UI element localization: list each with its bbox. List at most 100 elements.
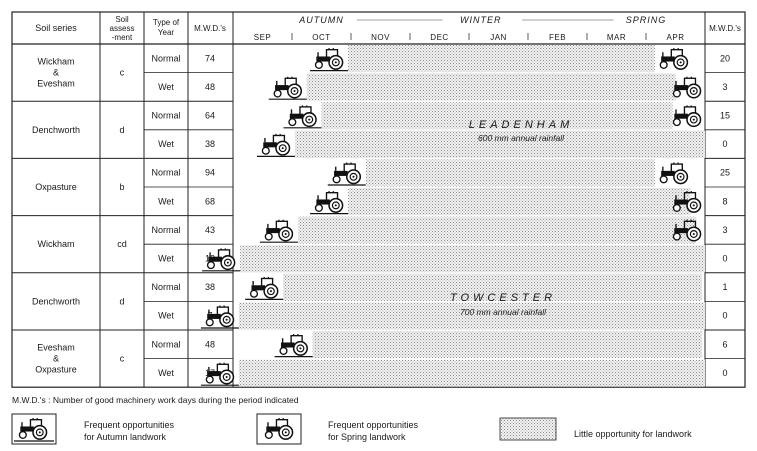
mwd-autumn: 68 xyxy=(205,196,215,206)
header-type-of-year-2: Year xyxy=(158,28,175,37)
legend-little-text: Little opportunity for landwork xyxy=(574,429,692,439)
mwd-spring: 0 xyxy=(722,139,727,149)
soil-series-name: Oxpasture xyxy=(35,365,77,375)
soil-series-name: & xyxy=(53,354,59,364)
legend-spring-text-2: for Spring landwork xyxy=(328,432,406,442)
header-soil-assessment-2: assess xyxy=(110,24,135,33)
soil-series-name: Wickham xyxy=(37,239,74,249)
autumn-tractor-icon xyxy=(273,76,303,99)
header-soil-assessment-3: -ment xyxy=(112,33,133,42)
little-opportunity-bar xyxy=(283,273,703,301)
header-type-of-year-1: Type of xyxy=(153,18,180,27)
mwd-note: M.W.D.'s : Number of good machinery work… xyxy=(12,395,299,405)
year-type: Normal xyxy=(151,339,180,349)
year-type: Normal xyxy=(151,168,180,178)
month-label: MAR xyxy=(607,33,626,42)
mwd-autumn: 48 xyxy=(205,82,215,92)
autumn-tractor-icon xyxy=(205,305,235,328)
spring-tractor-icon xyxy=(659,162,689,185)
month-label: SEP xyxy=(254,33,272,42)
spring-tractor-icon xyxy=(659,48,689,70)
soil-series-name: Oxpasture xyxy=(35,182,77,192)
autumn-tractor-icon xyxy=(314,48,344,70)
mwd-autumn: 74 xyxy=(205,53,215,63)
autumn-tractor-icon xyxy=(249,276,279,299)
mwd-autumn: 38 xyxy=(205,139,215,149)
soil-assessment: b xyxy=(119,182,124,192)
mwd-spring: 0 xyxy=(722,311,727,321)
soil-series-name: Evesham xyxy=(37,79,75,89)
year-type: Normal xyxy=(151,282,180,292)
mwd-spring: 3 xyxy=(722,225,727,235)
little-opportunity-bar xyxy=(365,159,655,187)
mwd-spring: 6 xyxy=(722,339,727,349)
little-opportunity-bar xyxy=(240,245,705,273)
soil-assessment: c xyxy=(120,354,125,364)
autumn-tractor-icon xyxy=(279,334,308,356)
little-opportunity-bar xyxy=(348,45,655,73)
month-label: NOV xyxy=(371,33,390,42)
year-type: Wet xyxy=(158,254,174,264)
mwd-spring: 20 xyxy=(720,53,730,63)
little-opportunity-bar xyxy=(306,73,676,101)
mwd-spring: 3 xyxy=(722,82,727,92)
legend-autumn-text-1: Frequent opportunities xyxy=(84,420,175,430)
soil-series-name: Evesham xyxy=(37,343,75,353)
mwd-autumn: 43 xyxy=(205,225,215,235)
autumn-tractor-icon xyxy=(261,133,291,156)
season-label: WINTER xyxy=(460,15,502,25)
soil-assessment: cd xyxy=(117,239,127,249)
season-label: SPRING xyxy=(626,15,667,25)
legend-spring-text-1: Frequent opportunities xyxy=(328,420,419,430)
little-opportunity-bar xyxy=(297,216,697,244)
month-label: DEC xyxy=(430,33,448,42)
autumn-tractor-icon xyxy=(314,191,344,213)
little-opportunity-bar xyxy=(238,302,705,330)
autumn-tractor-icon xyxy=(264,219,294,242)
month-label: APR xyxy=(667,33,685,42)
site-name-leadenham: LEADENHAM xyxy=(469,119,573,131)
spring-tractor-icon xyxy=(672,105,702,128)
year-type: Wet xyxy=(158,311,174,321)
site-name-towcester: TOWCESTER xyxy=(450,292,556,304)
mwd-spring: 0 xyxy=(722,254,727,264)
mwd-autumn: 38 xyxy=(205,282,215,292)
month-label: OCT xyxy=(312,33,330,42)
header-mwd-right: M.W.D.'s xyxy=(709,24,741,33)
mwd-spring: 0 xyxy=(722,368,727,378)
autumn-tractor-icon xyxy=(206,248,236,271)
spring-tractor-icon xyxy=(672,76,702,99)
site-rainfall-towcester: 700 mm annual rainfall xyxy=(460,307,547,317)
legend-autumn-text-2: for Autumn landwork xyxy=(84,432,167,442)
table-grid xyxy=(11,11,746,388)
month-label: JAN xyxy=(490,33,507,42)
year-type: Wet xyxy=(158,139,174,149)
mwd-spring: 25 xyxy=(720,168,730,178)
soil-series-name: & xyxy=(53,68,59,78)
autumn-tractor-icon xyxy=(205,362,235,385)
little-opportunity-bar xyxy=(312,331,703,359)
year-type: Wet xyxy=(158,368,174,378)
legend: Frequent opportunities for Autumn landwor… xyxy=(11,413,692,445)
soil-series-name: Denchworth xyxy=(32,125,80,135)
year-type: Normal xyxy=(151,111,180,121)
soil-series-name: Denchworth xyxy=(32,296,80,306)
site-rainfall-leadenham: 600 mm annual rainfall xyxy=(478,133,565,143)
little-opportunity-bar xyxy=(321,102,673,130)
year-type: Normal xyxy=(151,53,180,63)
mwd-autumn: 48 xyxy=(205,339,215,349)
mwd-autumn: 94 xyxy=(205,168,215,178)
header-soil-series: Soil series xyxy=(35,23,77,33)
soil-series-name: Wickham xyxy=(37,57,74,67)
little-opportunity-bar xyxy=(238,359,705,387)
mwd-spring: 1 xyxy=(722,282,727,292)
little-opportunity-bar xyxy=(348,188,691,216)
year-type: Wet xyxy=(158,196,174,206)
header-mwd: M.W.D.'s xyxy=(194,24,226,33)
season-label: AUTUMN xyxy=(298,15,344,25)
mwd-autumn: 64 xyxy=(205,111,215,121)
month-label: FEB xyxy=(549,33,566,42)
